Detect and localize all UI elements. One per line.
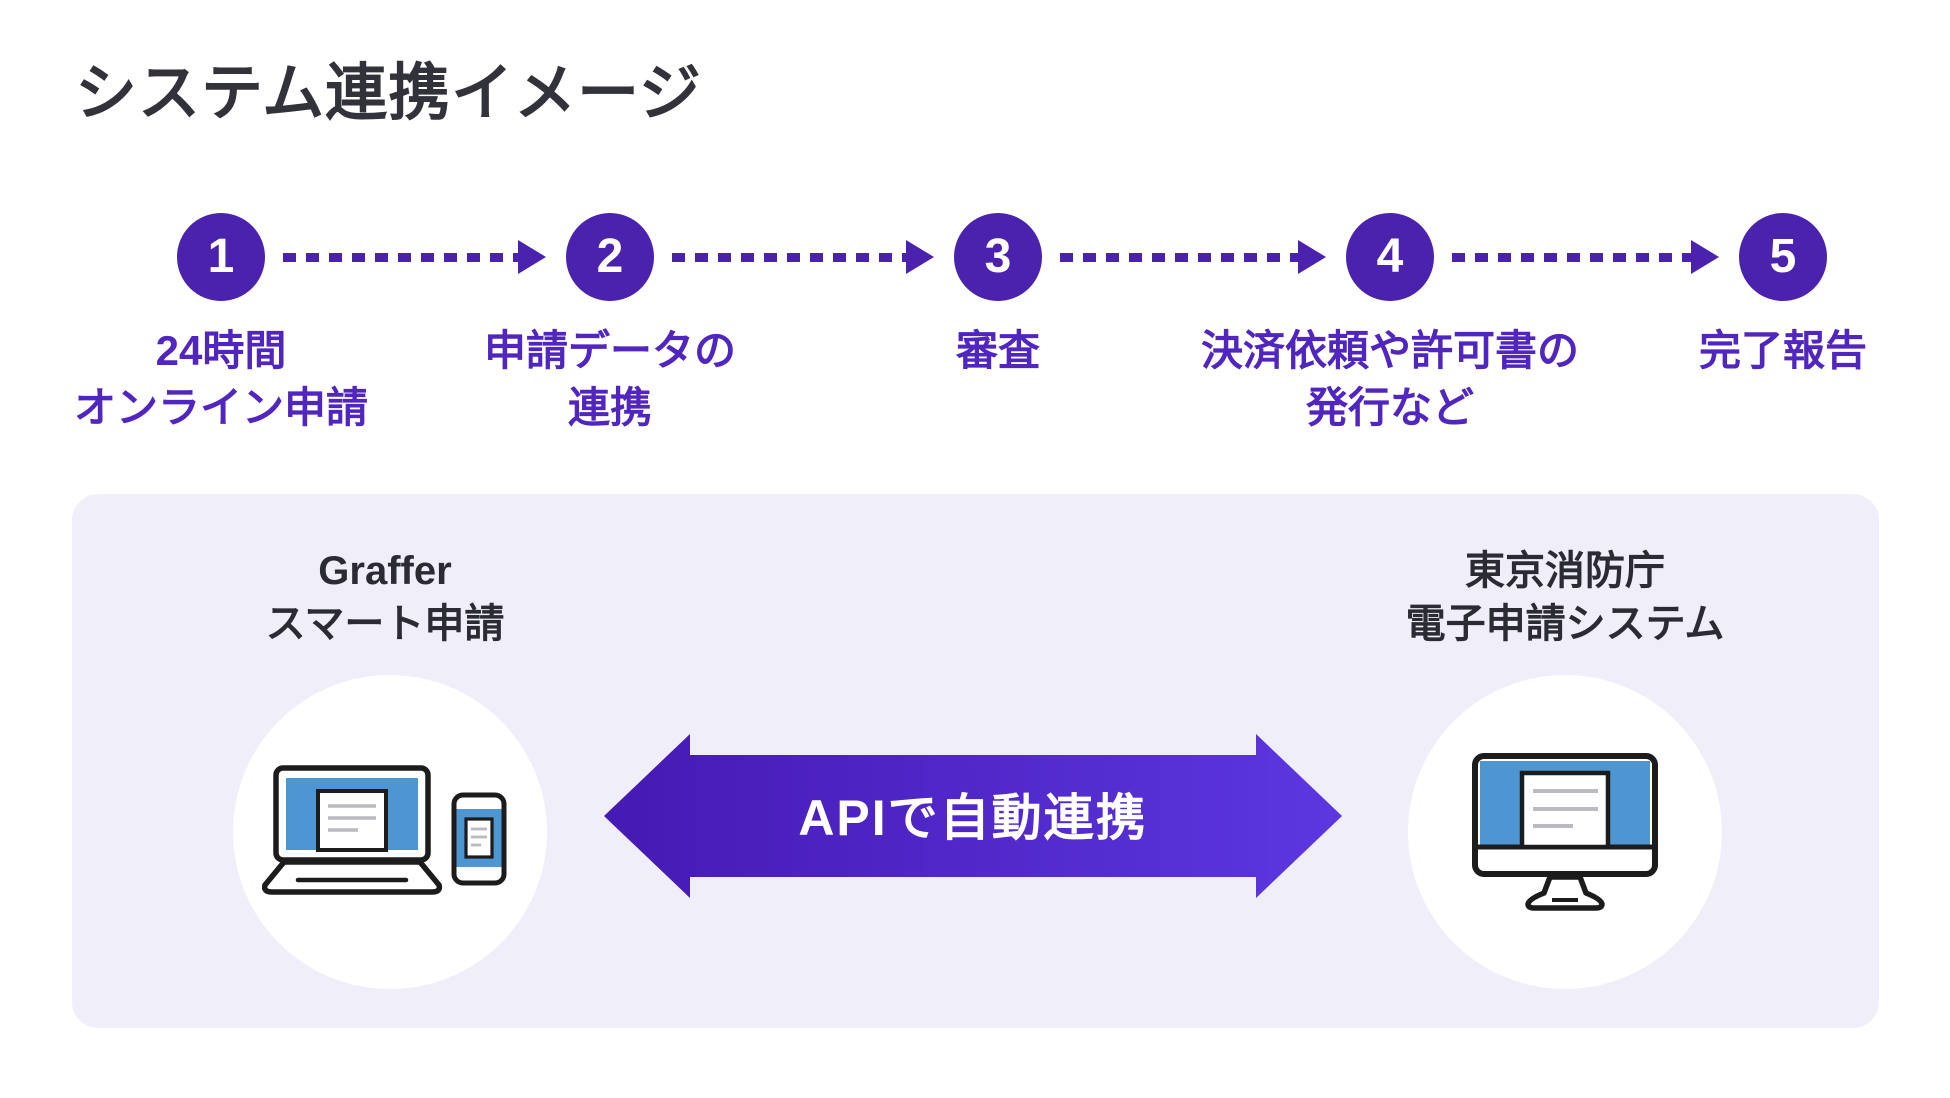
dashed-line [1452,252,1691,262]
step-connector-2 [672,240,934,274]
step-number-1: 1 [207,230,235,283]
arrow-head-icon [906,240,934,274]
step-label-1: 24時間 オンライン申請 [73,327,368,432]
dashed-line [283,252,518,262]
arrow-head-icon [518,240,546,274]
step-number-2: 2 [596,230,624,283]
left-system-label: Graffer スマート申請 [265,549,505,646]
step-connector-3 [1060,240,1326,274]
step-number-3: 3 [984,230,1012,283]
laptop-and-phone-icon [262,765,507,895]
step-circle-1: 1 [177,213,265,301]
dashed-line [672,252,906,262]
step-circle-4: 4 [1346,213,1434,301]
step-number-4: 4 [1376,230,1404,283]
step-circle-3: 3 [954,213,1042,301]
desktop-monitor-icon [1472,753,1658,911]
step-connector-1 [283,240,546,274]
step-label-3: 審査 [955,327,1040,374]
step-label-4: 決済依頼や許可書の 発行など [1200,327,1579,432]
step-circle-2: 2 [566,213,654,301]
step-label-2: 申請データの 連携 [483,327,736,432]
arrow-head-icon [1298,240,1326,274]
arrow-head-icon [1691,240,1719,274]
step-label-5: 完了報告 [1698,327,1867,374]
page-title: システム連携イメージ [75,59,702,128]
step-connector-4 [1452,240,1719,274]
right-system-label: 東京消防庁 電子申請システム [1405,549,1725,646]
api-arrow-label: APIで自動連携 [798,790,1148,846]
step-circle-5: 5 [1739,213,1827,301]
api-double-arrow-icon [604,734,1342,898]
step-number-5: 5 [1769,230,1797,283]
dashed-line [1060,252,1298,262]
